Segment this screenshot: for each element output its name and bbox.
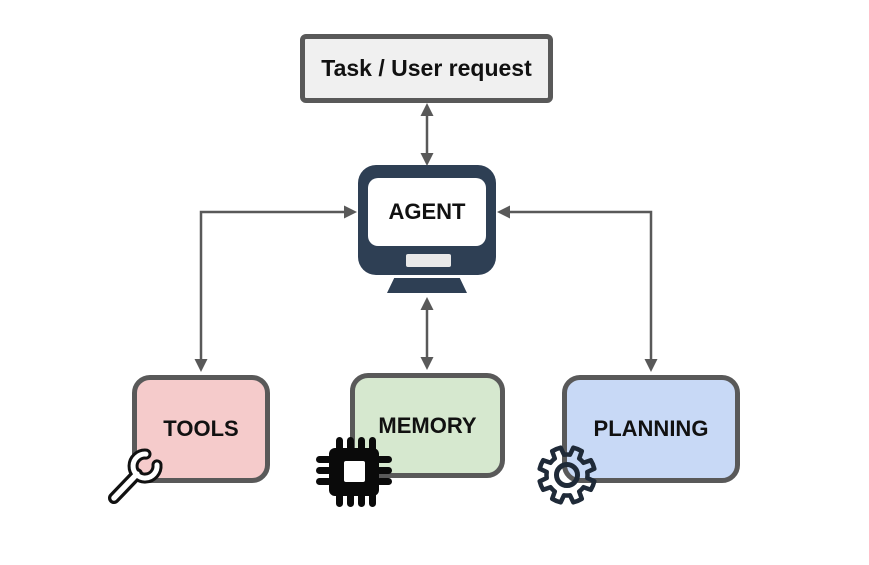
memory-label: MEMORY bbox=[378, 412, 477, 438]
task-request-label: Task / User request bbox=[321, 55, 532, 81]
monitor-button-bar bbox=[406, 254, 451, 267]
arrow-task-agent bbox=[420, 103, 434, 166]
planning-label: PLANNING bbox=[593, 416, 709, 441]
gear-icon bbox=[537, 445, 597, 505]
tools-box: TOOLS bbox=[132, 375, 270, 483]
wrench-icon bbox=[108, 448, 163, 504]
arrow-agent-tools bbox=[194, 205, 357, 372]
tools-label: TOOLS bbox=[163, 416, 239, 441]
monitor-stand bbox=[387, 278, 467, 293]
task-request-box: Task / User request bbox=[300, 34, 553, 103]
agent-node: AGENT bbox=[358, 165, 496, 295]
arrow-agent-memory bbox=[420, 297, 434, 370]
agent-label: AGENT bbox=[388, 199, 466, 224]
arrow-agent-planning bbox=[497, 205, 658, 372]
chip-icon bbox=[316, 437, 392, 507]
monitor-screen: AGENT bbox=[368, 178, 486, 246]
